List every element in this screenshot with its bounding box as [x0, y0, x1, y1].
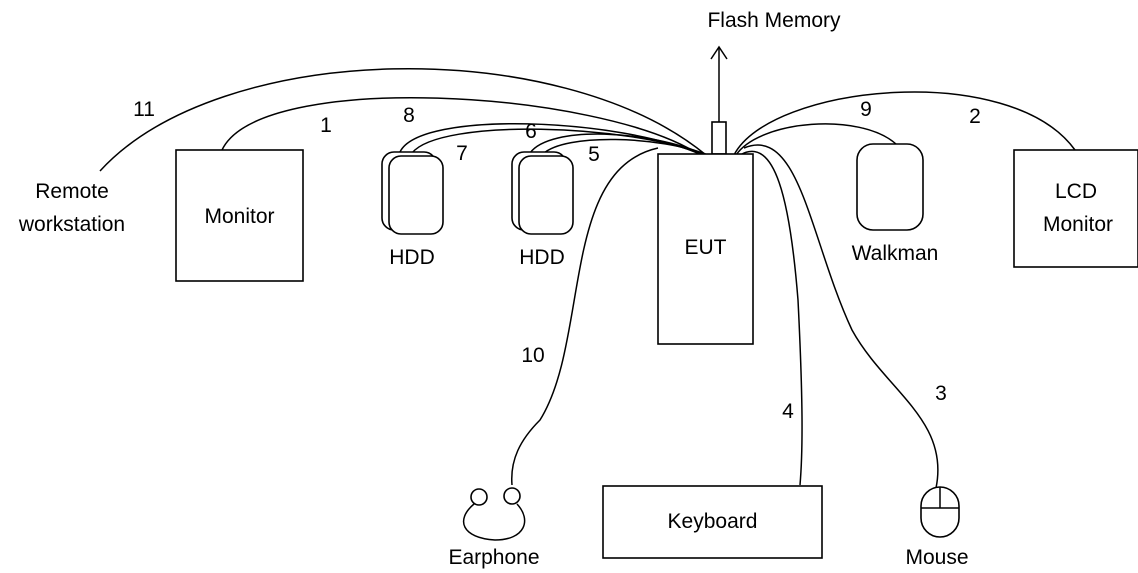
cable-label-10: 10 — [521, 344, 544, 367]
monitor-box — [175, 149, 304, 282]
cable-11 — [99, 67, 707, 172]
mouse-label: Mouse — [905, 546, 968, 569]
cable-label-5: 5 — [588, 143, 600, 166]
flash-memory-stub — [711, 121, 727, 155]
earphone-left-icon — [470, 488, 488, 506]
cable-5 — [542, 138, 709, 156]
cable-10 — [511, 147, 659, 486]
hdd-1-front — [388, 155, 444, 235]
lcd-monitor-label-line1: LCD — [1055, 180, 1097, 203]
monitor-label: Monitor — [204, 205, 274, 228]
flash-memory-label: Flash Memory — [707, 9, 841, 32]
cable-label-2: 2 — [969, 105, 981, 128]
cable-4 — [739, 150, 803, 486]
cable-2 — [733, 91, 1076, 156]
hdd-1-label: HDD — [389, 246, 435, 269]
lcd-monitor-box — [1013, 149, 1138, 268]
cable-label-1: 1 — [320, 114, 332, 137]
earphone-right-icon — [503, 487, 521, 505]
keyboard-box — [602, 485, 823, 559]
cable-9 — [735, 123, 897, 156]
eut-label: EUT — [685, 236, 727, 259]
remote-label-line1: Remote — [35, 180, 109, 203]
lcd-monitor-label-line2: Monitor — [1043, 213, 1113, 236]
flash-memory-arrowhead — [710, 45, 728, 60]
remote-label-line2: workstation — [18, 213, 125, 236]
cable-label-4: 4 — [782, 400, 794, 423]
cable-label-9: 9 — [860, 98, 872, 121]
cable-label-7: 7 — [456, 142, 468, 165]
keyboard-label: Keyboard — [668, 510, 758, 533]
hdd-2-front — [518, 155, 574, 235]
cable-label-8: 8 — [403, 104, 415, 127]
cable-1 — [221, 96, 701, 156]
cable-label-6: 6 — [525, 120, 537, 143]
earphone-cord — [462, 503, 526, 541]
cable-label-3: 3 — [935, 382, 947, 405]
earphone-label: Earphone — [448, 546, 539, 569]
walkman-label: Walkman — [852, 242, 939, 265]
cable-label-11: 11 — [133, 98, 155, 121]
eut-box — [657, 153, 754, 345]
hdd-2-label: HDD — [519, 246, 565, 269]
walkman-box — [856, 143, 924, 231]
cable-3 — [743, 144, 939, 489]
